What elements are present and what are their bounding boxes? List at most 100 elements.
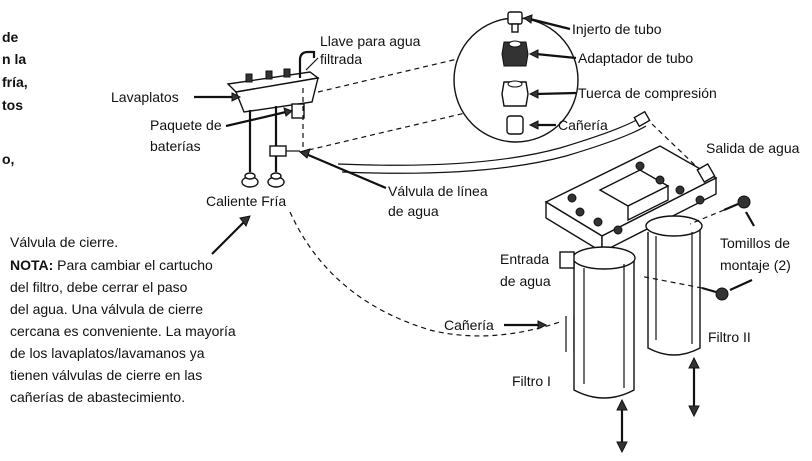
arrowhead-battery — [283, 107, 293, 117]
arrowhead-down — [688, 405, 700, 418]
filter-1-cap — [572, 246, 636, 270]
bolt-icon-1 — [575, 207, 585, 217]
cold-valve-nut — [270, 172, 282, 180]
sidebar-line-2: n la — [2, 51, 26, 67]
bolt-icon-6 — [695, 195, 705, 205]
screw-shaft-2 — [701, 286, 717, 294]
sidebar-line-5: o, — [2, 151, 14, 167]
filter-1-remove-arrow — [616, 398, 628, 454]
bolt-icon-5 — [675, 185, 685, 195]
detail-connector-top — [317, 55, 471, 93]
filter-1-housing — [573, 256, 635, 399]
tube-insert-stem — [511, 23, 519, 33]
arrowhead-tube-insert — [522, 14, 533, 24]
arrowhead-pipe-top — [528, 120, 539, 130]
sidebar-line-1: de — [2, 29, 19, 45]
arrowhead-tube-adapter — [528, 49, 539, 59]
center-tap-icon — [283, 68, 291, 78]
arrowhead-pipe-bottom — [537, 320, 548, 330]
hot-valve-nut — [244, 172, 256, 180]
arrowhead-valve-line — [298, 148, 311, 159]
note-block: Válvula de cierre. NOTA: Para cambiar el… — [10, 234, 236, 405]
filter-2-housing — [647, 224, 701, 356]
arrowhead-shutoff-valve — [239, 215, 251, 228]
screw-lower-guide — [639, 275, 703, 289]
filter-unit — [544, 145, 718, 399]
filter-2-cap — [645, 215, 703, 237]
leader-tube-insert — [529, 17, 571, 31]
note-line-7: cañerías de abastecimiento. — [10, 389, 185, 405]
outlet-dashed-guide — [651, 123, 701, 171]
sidebar-fragment: de n la fría, tos o, — [2, 29, 28, 167]
bolt-icon-8 — [635, 161, 645, 171]
note-line-3: del agua. Una válvula de cierre — [10, 301, 203, 317]
label-filter-1: Filtro I — [512, 373, 551, 389]
leader-compression-nut — [535, 91, 577, 96]
leader-screw-lower — [729, 278, 753, 292]
leader-shutoff-valve — [211, 221, 245, 255]
label-water-inlet-line2: de agua — [500, 273, 551, 289]
note-line-1: NOTA: Para cambiar el cartucho — [10, 257, 213, 273]
label-filter-2: Filtro II — [708, 329, 751, 345]
label-valve-line-1: Válvula de línea — [388, 183, 488, 199]
screw-head-icon — [737, 195, 751, 209]
note-line-1-text: Para cambiar el cartucho — [53, 257, 213, 273]
leader-tube-adapter — [535, 52, 577, 60]
label-battery-line2: baterías — [150, 138, 201, 154]
label-sink: Lavaplatos — [111, 89, 179, 105]
label-faucet-line2: filtrada — [320, 51, 362, 67]
note-line-2: del filtro, debe cerrar el paso — [10, 279, 188, 295]
bolt-icon-4 — [655, 175, 665, 185]
water-outlet-fitting — [696, 162, 716, 184]
label-pipe-top: Cañería — [558, 117, 608, 133]
sink-assembly — [226, 50, 320, 188]
fitting-detail-view — [453, 11, 579, 143]
note-line-4: cercana es conveniente. La mayoría — [10, 323, 236, 339]
label-water-inlet-line1: Entrada — [500, 251, 549, 267]
sidebar-line-3: fría, — [2, 74, 28, 90]
tube-insert-icon — [507, 11, 523, 25]
tube-adapter-icon — [501, 41, 529, 67]
screw-head-icon-2 — [715, 287, 729, 301]
battery-pack-icon — [291, 103, 305, 119]
label-screws-line2: montaje (2) — [720, 257, 791, 273]
label-screws-line1: Tomillos de — [720, 235, 790, 251]
filtered-faucet-icon — [298, 50, 316, 78]
label-battery-line1: Paquete de — [150, 117, 222, 133]
arrowhead-up — [688, 356, 700, 369]
label-faucet-line1: Llave para agua — [320, 33, 421, 49]
label-tube-adapter: Adaptador de tubo — [578, 50, 693, 66]
label-hot-cold: Caliente Fría — [206, 193, 286, 209]
tube-adapter-bore — [508, 40, 522, 48]
line-valve-icon — [269, 145, 287, 157]
screw-shaft — [723, 202, 739, 212]
label-water-outlet: Salida de agua — [706, 140, 800, 156]
arrowhead-compression-nut — [528, 89, 539, 99]
control-box-side — [627, 184, 669, 222]
mounting-screw-upper — [723, 195, 751, 212]
leader-faucet — [305, 57, 319, 71]
label-valve-line-2: de agua — [388, 203, 439, 219]
mounting-screw-lower — [701, 286, 729, 301]
note-line-6: tienen válvulas de cierre en las — [10, 367, 202, 383]
sidebar-line-4: tos — [2, 97, 23, 113]
label-tube-insert: Injerto de tubo — [572, 21, 662, 37]
pipe-end-icon — [506, 115, 524, 135]
note-line-5: de los lavaplatos/lavamanos ya — [10, 345, 205, 361]
label-pipe-bottom: Cañería — [444, 317, 494, 333]
bolt-icon-7 — [567, 193, 577, 203]
screw-upper-guide — [689, 209, 725, 225]
label-compression-nut: Tuerca de compresión — [578, 85, 717, 101]
note-title: Válvula de cierre. — [10, 234, 118, 250]
cold-tap-icon — [265, 70, 273, 80]
leader-valve-line — [305, 152, 387, 190]
leader-screw-upper — [745, 211, 755, 227]
arrowhead-up — [616, 398, 628, 411]
compression-nut-icon — [501, 81, 529, 107]
hot-tap-icon — [245, 73, 253, 83]
leader-battery — [225, 110, 287, 128]
detail-connector-bottom — [299, 109, 479, 153]
arrowhead-sink — [231, 92, 242, 102]
